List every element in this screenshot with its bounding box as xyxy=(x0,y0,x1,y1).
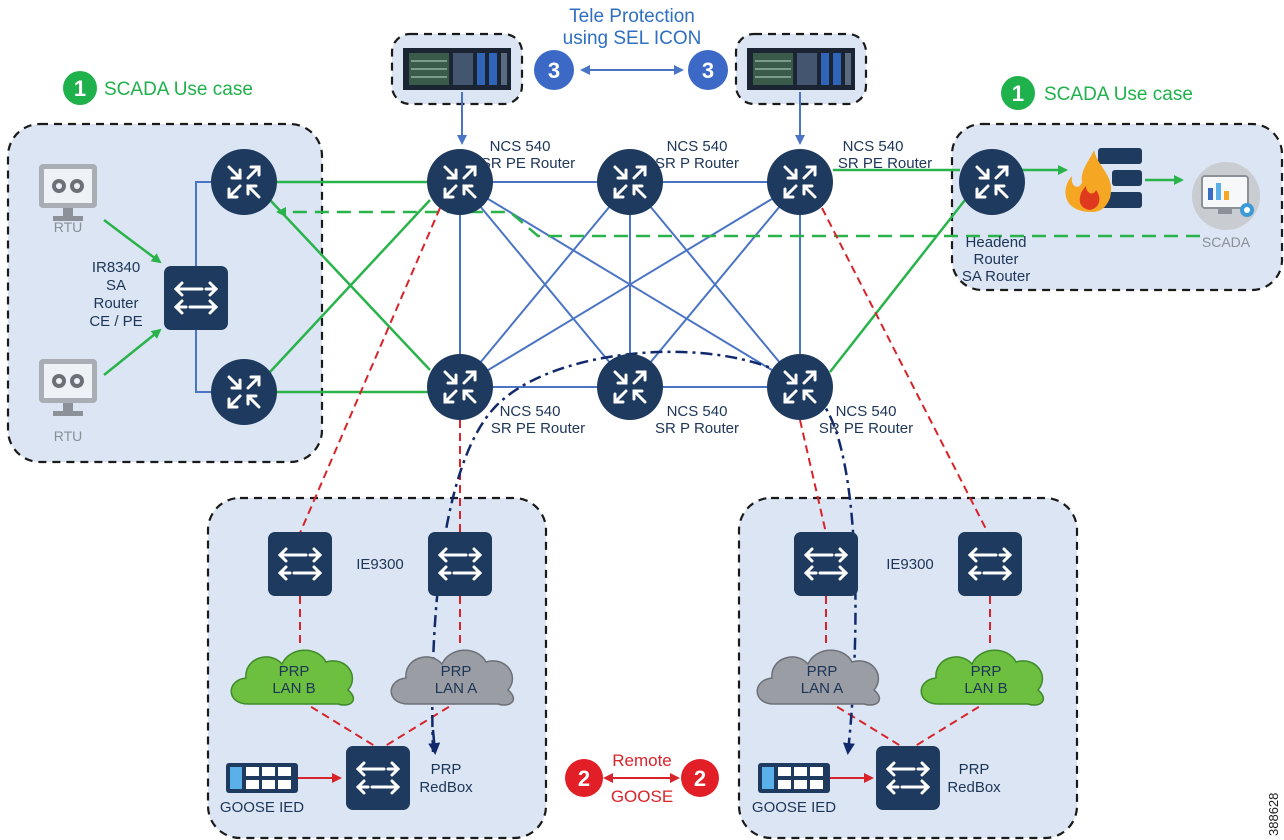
ir8340-label-2: SA xyxy=(106,277,126,294)
scada-left-label: SCADA Use case xyxy=(104,79,253,100)
router-bl-label-1: NCS 540 xyxy=(500,403,561,420)
svg-text:3: 3 xyxy=(548,58,560,83)
cloud-left-lan-b-label-2: LAN B xyxy=(272,680,315,697)
svg-text:3: 3 xyxy=(702,58,714,83)
prp-red-links xyxy=(299,207,991,749)
router-tl-label-1: NCS 540 xyxy=(490,138,551,155)
ncs540-router-bl[interactable] xyxy=(425,352,495,422)
remote-goose-label-2: GOOSE xyxy=(611,787,673,806)
ir8340-label-4: CE / PE xyxy=(89,313,142,330)
cloud-right-lan-a-label-2: LAN A xyxy=(801,680,844,697)
redbox-left-label-2: RedBox xyxy=(419,779,473,796)
cloud-left-lan-a xyxy=(390,649,515,706)
rtu-top-label: RTU xyxy=(54,219,83,235)
goose-ied-left-icon[interactable] xyxy=(226,763,298,793)
router-bm-label-2: SR P Router xyxy=(655,420,739,437)
teleprotection-badge-left: 3 xyxy=(534,50,574,90)
ncs540-router-br[interactable] xyxy=(765,352,835,422)
firewall-icon[interactable] xyxy=(1065,148,1142,212)
remote-goose-badge-right: 2 xyxy=(681,759,719,797)
scada-right-label: SCADA Use case xyxy=(1044,84,1193,105)
svg-text:1: 1 xyxy=(1012,81,1024,106)
cloud-right-lan-b-label-2: LAN B xyxy=(964,680,1007,697)
cloud-left-lan-b-label-1: PRP xyxy=(279,663,310,680)
svg-text:2: 2 xyxy=(694,766,706,791)
prp-redbox-left[interactable] xyxy=(344,744,412,812)
redbox-right-label-2: RedBox xyxy=(947,779,1001,796)
ie9300-switch-left-b[interactable] xyxy=(266,530,334,598)
scada-server-icon[interactable] xyxy=(1192,162,1260,230)
cloud-left-lan-a-label-1: PRP xyxy=(441,663,472,680)
ncs540-router-bm[interactable] xyxy=(595,352,665,422)
teleprotection-title-line1: Tele Protection xyxy=(569,6,695,27)
router-tm-label-2: SR P Router xyxy=(655,155,739,172)
scada-left-badge: 1 xyxy=(63,71,97,105)
router-bm-label-1: NCS 540 xyxy=(667,403,728,420)
left-site-router-bottom[interactable] xyxy=(209,357,279,427)
router-bl-label-2: SR PE Router xyxy=(491,420,585,437)
ie9300-left-label: IE9300 xyxy=(356,556,404,573)
ie9300-switch-right-a[interactable] xyxy=(792,530,860,598)
goose-ied-right-label: GOOSE IED xyxy=(752,799,836,816)
router-tl-label-2: SR PE Router xyxy=(481,155,575,172)
scada-server-label: SCADA xyxy=(1202,234,1251,250)
redbox-right-label-1: PRP xyxy=(959,761,990,778)
ncs540-router-tm[interactable] xyxy=(595,147,665,217)
ie9300-switch-right-b[interactable] xyxy=(956,530,1024,598)
remote-goose-label-1: Remote xyxy=(612,751,672,770)
cloud-right-lan-b-label-1: PRP xyxy=(971,663,1002,680)
ir8340-label-3: Router xyxy=(93,295,138,312)
headend-label-3: SA Router xyxy=(962,268,1030,285)
sel-icon-device-left[interactable] xyxy=(402,47,512,91)
router-tr-label-2: SR PE Router xyxy=(838,155,932,172)
cloud-right-lan-b xyxy=(920,649,1045,706)
scada-right-badge: 1 xyxy=(1001,76,1035,110)
ir8340-switch[interactable] xyxy=(162,264,230,332)
router-br-label-2: SR PE Router xyxy=(819,420,913,437)
ncs540-router-tr[interactable] xyxy=(765,147,835,217)
router-br-label-1: NCS 540 xyxy=(836,403,897,420)
prp-redbox-right[interactable] xyxy=(874,744,942,812)
figure-id: 388628 xyxy=(1266,793,1281,836)
ie9300-switch-left-a[interactable] xyxy=(426,530,494,598)
rtu-bottom-label: RTU xyxy=(54,428,83,444)
teleprotection-badge-right: 3 xyxy=(688,50,728,90)
teleprotection-title-line2: using SEL ICON xyxy=(563,28,702,49)
goose-ied-left-label: GOOSE IED xyxy=(220,799,304,816)
router-tm-label-1: NCS 540 xyxy=(667,138,728,155)
cloud-right-lan-a-label-1: PRP xyxy=(807,663,838,680)
ie9300-right-label: IE9300 xyxy=(886,556,934,573)
left-site-router-top[interactable] xyxy=(209,147,279,217)
remote-goose-badge-left: 2 xyxy=(565,759,603,797)
headend-label-1: Headend xyxy=(966,234,1027,251)
cloud-left-lan-b xyxy=(230,649,355,706)
goose-ied-right-icon[interactable] xyxy=(758,763,830,793)
redbox-left-label-1: PRP xyxy=(431,761,462,778)
headend-label-2: Router xyxy=(973,251,1018,268)
ir8340-label-1: IR8340 xyxy=(92,259,140,276)
router-tr-label-1: NCS 540 xyxy=(843,138,904,155)
teleprotection-links xyxy=(457,65,805,145)
scada-green-links xyxy=(103,165,1184,394)
sel-icon-device-right[interactable] xyxy=(746,47,856,91)
cloud-right-lan-a xyxy=(756,649,881,706)
svg-text:2: 2 xyxy=(578,766,590,791)
headend-router[interactable] xyxy=(957,147,1027,217)
svg-text:1: 1 xyxy=(74,76,86,101)
scada-dashed-path xyxy=(276,207,1200,238)
cloud-left-lan-a-label-2: LAN A xyxy=(435,680,478,697)
remote-goose-path-arrow xyxy=(428,729,441,755)
